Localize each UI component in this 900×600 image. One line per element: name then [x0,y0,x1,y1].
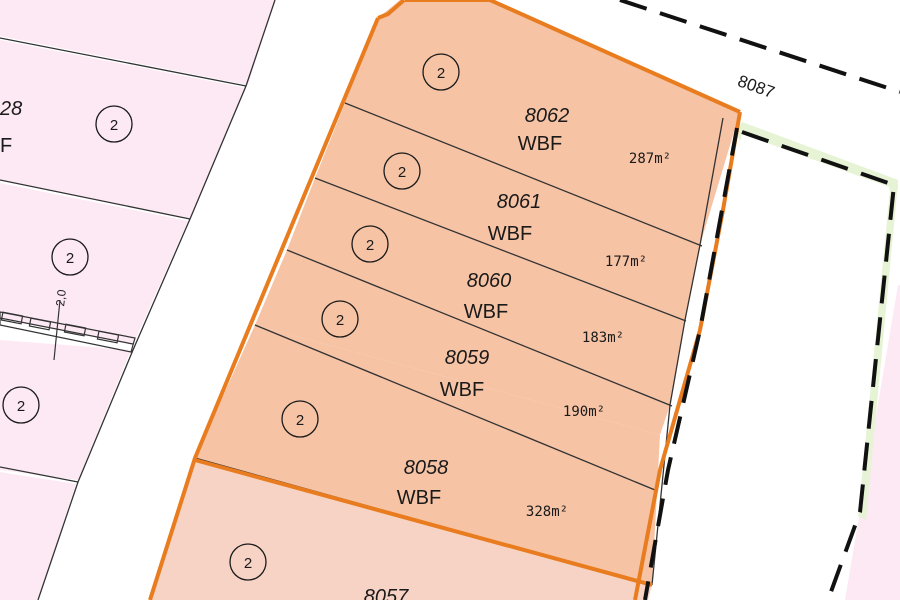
dashed-road-edge [643,127,739,600]
passage-seg-4 [96,330,120,344]
left-parcel-id: 28 [0,98,22,120]
zone-marker-label: 2 [336,312,344,329]
dimension-label: 2,0 [53,289,69,308]
left-plots [0,0,275,600]
green-strip-right [858,180,898,520]
left-line-3 [0,466,79,483]
passage-seg-1 [0,311,24,325]
passage-seg-3 [63,323,87,337]
parcel-area-8061: 177m² [605,254,647,270]
boundary-8060-8059 [286,249,673,407]
left-plot-a [0,183,188,345]
zone-marker-circle [321,300,359,338]
road-label: 8087 [735,71,777,102]
passage-mid [0,317,134,345]
left-line-1 [0,37,247,87]
zone-marker-label: 2 [398,164,406,181]
boundary-8059-8058 [254,324,656,491]
parcel-id-8060: 8060 [467,270,512,292]
parcel-area-8062: 287m² [629,151,671,167]
parcel-use-8058: WBF [397,487,441,509]
zone-marker-label: 2 [110,117,118,134]
parcel-8058 [195,325,660,585]
zone-marker-label: 2 [66,250,74,267]
parcel-8060 [287,178,685,405]
boundary-right-thin [651,117,724,586]
selected-parcels [195,0,740,585]
parcel-area-8058: 328m² [526,504,568,520]
left-plot-28 [0,40,246,218]
zone-marker-label: 2 [437,65,445,82]
zone-marker-circle [351,225,389,263]
zone-marker-label: 2 [366,237,374,254]
parcel-area-8060: 183m² [582,330,624,346]
parcel-id-8059: 8059 [445,347,490,369]
zone-marker-circle [422,53,460,91]
zone-markers [2,53,460,581]
parcel-area-8059: 190m² [563,404,605,420]
left-plot-c [0,472,76,600]
boundary-orange-north [405,0,741,114]
dashed-top [619,0,900,94]
zone-marker-label: 2 [244,555,252,572]
boundary-orange-main [377,0,406,20]
zone-marker-circle [2,386,40,424]
parcel-labels: 8062 WBF 287m² 8061 WBF 177m² 8060 WBF 1… [364,105,671,600]
dimension-line [53,299,61,361]
boundary-8062-8061 [344,102,703,247]
left-parcel-use: F [0,135,12,157]
passage-seg-2 [28,317,52,331]
parcel-8061 [315,103,700,320]
parcel-id-8057: 8057 [364,586,409,600]
parcel-use-8062: WBF [518,133,562,155]
parcel-use-8059: WBF [440,379,484,401]
parcel-id-8058: 8058 [404,457,449,479]
left-plot-b [0,340,131,480]
green-strip [736,122,898,190]
zone-marker-label: 2 [17,398,25,415]
zone-marker-label: 2 [296,412,304,429]
passage-strip [0,299,136,361]
zone-marker-circle [383,152,421,190]
parcel-use-8061: WBF [488,223,532,245]
passage-outline [0,311,136,353]
zone-marker-circle [281,400,319,438]
boundary-orange-west [148,17,380,600]
zone-marker-circle [95,105,133,143]
inner-road [648,134,890,600]
parcel-id-8062: 8062 [525,105,570,127]
parcel-8062 [345,0,740,245]
left-plot-edge [37,0,276,600]
zone-marker-circle [229,543,267,581]
left-boundaries [0,0,276,600]
parcel-use-8060: WBF [464,301,508,323]
boundary-8061-8060 [314,177,687,322]
zone-marker-circle [51,238,89,276]
parcel-8057 [150,458,652,600]
dashed-boundaries [619,0,900,600]
left-line-2 [0,179,191,220]
parcel-id-8061: 8061 [497,191,542,213]
parcel-8059 [255,250,670,435]
zone-marker-labels: 2 2 2 2 2 2 2 2 2 [17,65,445,572]
left-plot-top [0,0,275,85]
boundary-orange-split [194,458,653,587]
